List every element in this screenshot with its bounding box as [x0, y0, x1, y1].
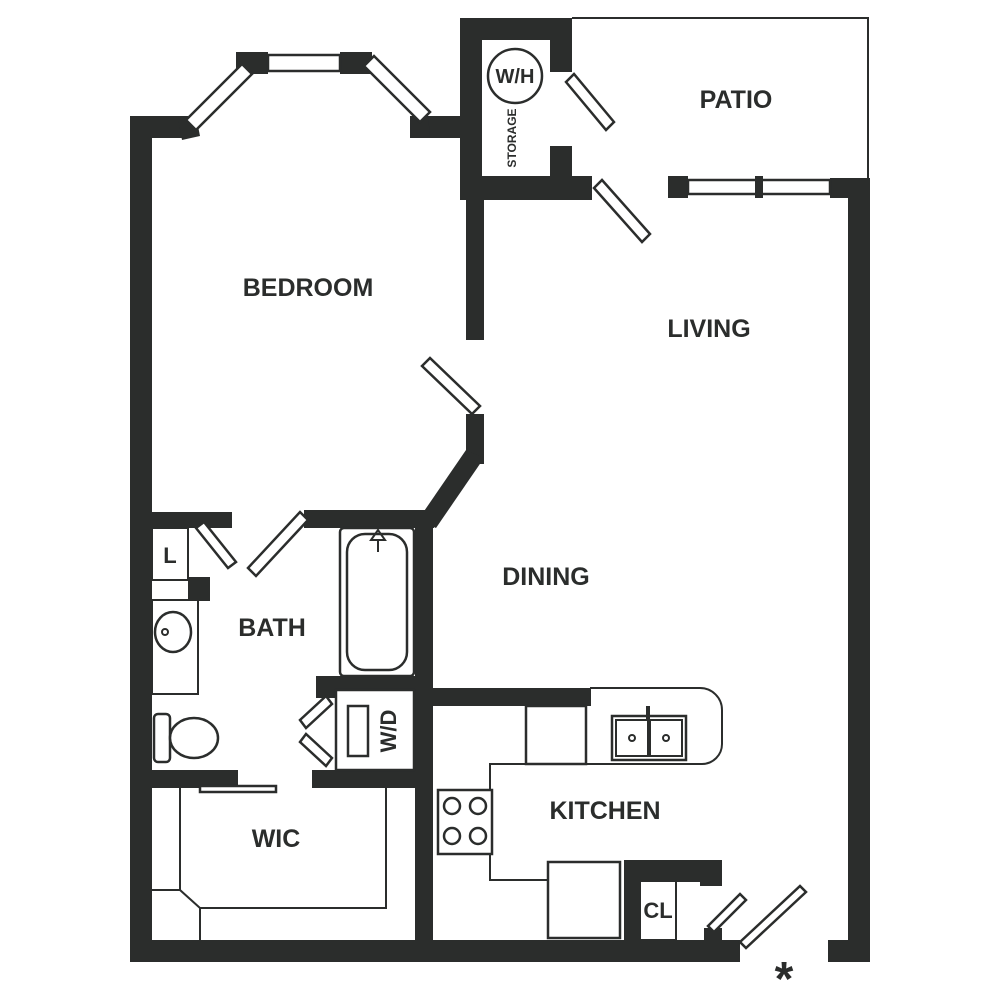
kitchen-label: KITCHEN: [549, 797, 660, 825]
dining-label: DINING: [502, 563, 590, 591]
linen-closet: [151, 527, 189, 581]
storage-label: STORAGE: [505, 108, 519, 167]
linen-closet-label: L: [163, 543, 176, 568]
refrigerator: [546, 860, 622, 940]
water-heater-label: W/H: [496, 66, 535, 88]
bay-window: [184, 53, 432, 132]
washer-dryer-unit: [346, 704, 370, 758]
living-label: LIVING: [667, 315, 750, 343]
entry-marker: *: [775, 953, 794, 1000]
washer-dryer-label: W/D: [376, 710, 401, 753]
stove: [436, 788, 494, 856]
patio-sliding-door: [686, 176, 832, 198]
patio-outline: [572, 17, 869, 178]
wic-label: WIC: [252, 825, 301, 853]
patio-label: PATIO: [700, 86, 773, 114]
coat-closet: [639, 877, 677, 941]
bedroom-label: BEDROOM: [243, 274, 374, 302]
water-heater: [486, 47, 544, 105]
interior-walls: [152, 196, 722, 942]
bath-label: BATH: [238, 614, 306, 642]
kitchen-counter: [489, 687, 723, 881]
bath-vanity: [151, 599, 199, 695]
coat-closet-label: CL: [643, 898, 672, 923]
doors: [194, 72, 808, 950]
kitchen-sink: [610, 706, 688, 762]
bathtub: [338, 526, 416, 678]
toilet: [152, 712, 220, 764]
exterior-walls: [130, 18, 870, 962]
